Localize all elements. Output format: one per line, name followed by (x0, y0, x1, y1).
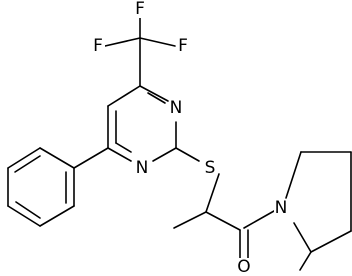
atom-sulfur: S (203, 158, 217, 178)
atom-ring-nitrogen-upper: N (169, 98, 183, 118)
atom-amide-nitrogen: N (274, 198, 288, 218)
carbonyl-oxygen-label: O (237, 257, 250, 276)
atom-carbonyl-oxygen: O (237, 257, 251, 276)
ring-nitrogen-lower-label: N (136, 158, 149, 178)
ring-nitrogen-upper-label: N (170, 98, 183, 118)
amide-nitrogen-label: N (275, 198, 288, 218)
atom-fluorine-left: F (91, 36, 105, 56)
fluorine-top-label: F (135, 0, 145, 19)
atom-fluorine-top: F (133, 0, 147, 19)
fluorine-right-label: F (178, 36, 188, 56)
atom-ring-nitrogen-lower: N (135, 158, 149, 178)
atom-fluorine-right: F (176, 36, 190, 56)
bond-lines (7, 13, 352, 271)
sulfur-label: S (205, 158, 216, 178)
fluorine-left-label: F (93, 36, 103, 56)
